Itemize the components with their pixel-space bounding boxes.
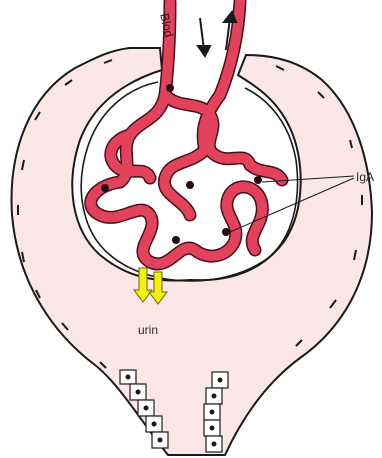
iga-deposit	[254, 176, 262, 184]
iga-deposit	[166, 84, 174, 92]
iga-deposit	[101, 184, 109, 192]
blood-flow-down-arrow-icon	[198, 18, 210, 56]
urine-label: urin	[138, 323, 158, 337]
iga-deposit	[186, 181, 194, 189]
iga-label: IgA	[356, 170, 374, 184]
capillary-tuft	[91, 2, 282, 264]
iga-deposit	[172, 236, 180, 244]
iga-deposit	[222, 228, 230, 236]
